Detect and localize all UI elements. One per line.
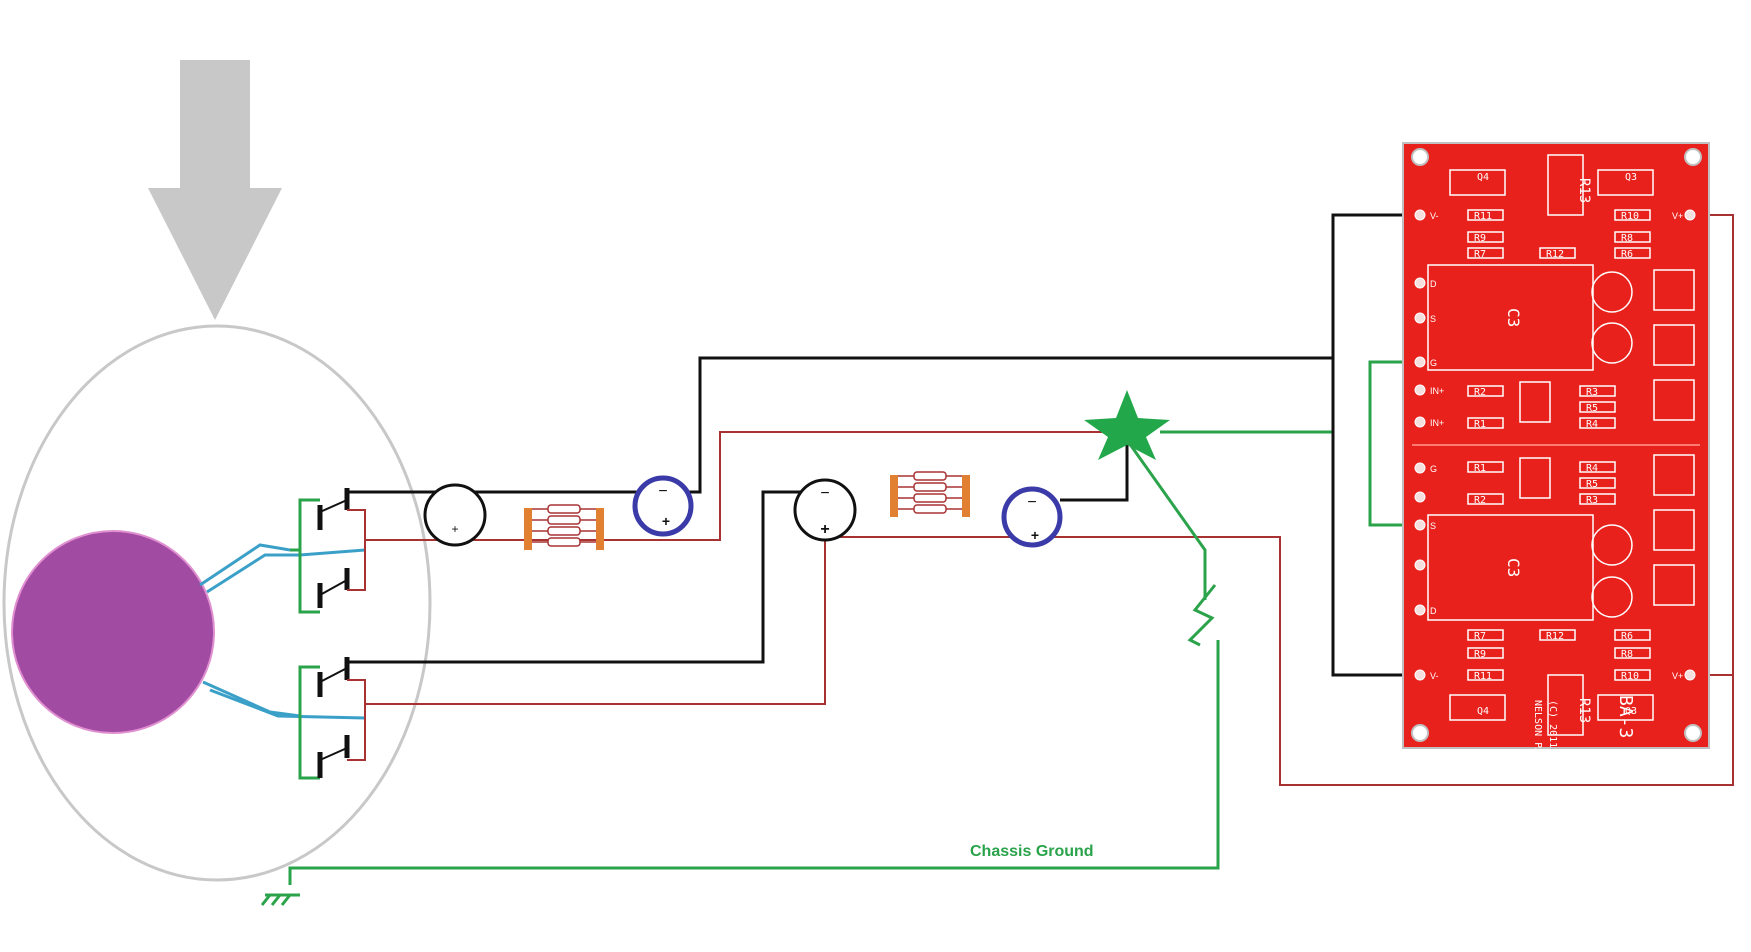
svg-text:S: S [1430, 521, 1436, 531]
svg-text:IN+: IN+ [1430, 386, 1444, 396]
lower-rectifier-bridge [298, 657, 380, 780]
star-ground-icon [1084, 390, 1170, 460]
transformer-enclosure-outline [2, 324, 432, 882]
svg-text:G: G [1430, 358, 1437, 368]
svg-text:V+: V+ [1672, 211, 1683, 221]
svg-text:R4: R4 [1586, 419, 1598, 430]
v-minus-wiring [1331, 213, 1420, 677]
svg-text:G: G [1430, 464, 1437, 474]
svg-text:−: − [820, 485, 829, 502]
svg-text:BA-3: BA-3 [1615, 695, 1636, 738]
ground-wiring [260, 360, 1418, 906]
secondary-wires [199, 543, 366, 720]
svg-text:NELSON PASS: NELSON PASS [1532, 700, 1543, 766]
svg-text:R1: R1 [1474, 463, 1486, 474]
svg-text:+: + [1031, 527, 1039, 543]
svg-text:R11: R11 [1474, 211, 1492, 222]
resistor-bank-1 [524, 504, 604, 550]
svg-text:D: D [1430, 279, 1437, 289]
svg-text:V+: V+ [1672, 671, 1683, 681]
svg-text:R7: R7 [1474, 631, 1486, 642]
svg-text:C3: C3 [1504, 558, 1523, 577]
svg-text:Q3: Q3 [1625, 706, 1637, 717]
svg-text:R3: R3 [1586, 495, 1598, 506]
svg-text:R10: R10 [1621, 211, 1639, 222]
svg-text:R9: R9 [1474, 233, 1486, 244]
svg-text:R13: R13 [1576, 178, 1592, 203]
v-plus-wiring [1700, 674, 1734, 785]
svg-text:R3: R3 [1586, 387, 1598, 398]
svg-text:+: + [662, 513, 670, 529]
svg-text:R4: R4 [1586, 463, 1598, 474]
svg-text:Q3: Q3 [1625, 172, 1637, 183]
svg-text:R8: R8 [1621, 233, 1633, 244]
svg-text:R13: R13 [1576, 698, 1592, 723]
svg-text:R5: R5 [1586, 403, 1598, 414]
filter-capacitor-3: − + [793, 478, 857, 542]
svg-text:R7: R7 [1474, 249, 1486, 260]
positive-rail-wiring [347, 356, 1333, 541]
ground-link-wire [1060, 432, 1129, 502]
svg-text:R12: R12 [1546, 631, 1564, 642]
svg-text:R12: R12 [1546, 249, 1564, 260]
chassis-ground-label: Chassis Ground [970, 843, 1094, 860]
svg-text:−: − [1027, 494, 1036, 511]
svg-text:+: + [451, 522, 458, 536]
resistor-bank-2 [890, 471, 970, 517]
svg-text:−: − [658, 483, 667, 500]
svg-text:R2: R2 [1474, 387, 1486, 398]
svg-text:+: + [820, 521, 829, 538]
svg-text:Q4: Q4 [1477, 706, 1489, 717]
svg-text:R5: R5 [1586, 479, 1598, 490]
down-arrow-icon [148, 60, 282, 320]
svg-text:R6: R6 [1621, 249, 1633, 260]
svg-text:(C) 2011: (C) 2011 [1547, 700, 1558, 748]
svg-text:C3: C3 [1504, 308, 1523, 327]
svg-text:V-: V- [1430, 211, 1439, 221]
svg-text:R1: R1 [1474, 419, 1486, 430]
filter-capacitor-2: − + [632, 475, 694, 537]
filter-capacitor-4: − + [1001, 486, 1063, 548]
negative-rail-wiring [347, 214, 1734, 786]
svg-text:Q4: Q4 [1477, 172, 1489, 183]
svg-text:R8: R8 [1621, 649, 1633, 660]
filter-capacitor-1: + [423, 483, 487, 547]
svg-text:R11: R11 [1474, 671, 1492, 682]
ba3-pcb-board: Q4 R13 Q3 R11 R10 R9 R8 R7 R12 R6 C3 R2 … [1402, 142, 1710, 766]
svg-text:R2: R2 [1474, 495, 1486, 506]
svg-text:R10: R10 [1621, 671, 1639, 682]
svg-text:V-: V- [1430, 671, 1439, 681]
svg-text:IN+: IN+ [1430, 418, 1444, 428]
svg-text:R6: R6 [1621, 631, 1633, 642]
svg-text:D: D [1430, 606, 1437, 616]
svg-text:R9: R9 [1474, 649, 1486, 660]
svg-text:S: S [1430, 314, 1436, 324]
toroidal-transformer [11, 530, 215, 734]
